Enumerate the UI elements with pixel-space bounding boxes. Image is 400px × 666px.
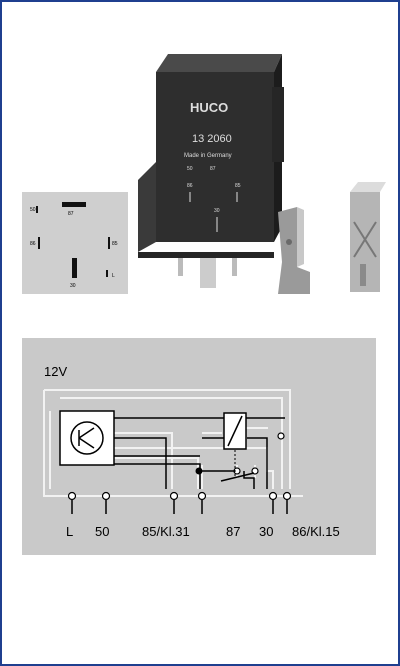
wiring-schematic: 12V	[22, 338, 376, 555]
terminal-30	[268, 491, 278, 501]
schematic-diagram: 12V	[43, 364, 340, 539]
relay-pin-87: 87	[210, 166, 216, 172]
relay-pin-50: 50	[187, 166, 193, 172]
terminal-label-85-kl31: 85/Kl.31	[142, 524, 190, 539]
pin-layout-diagram: 50 87 86 85 30 L	[30, 202, 118, 289]
pin-label-30: 30	[70, 283, 76, 289]
terminal-label-87: 87	[226, 524, 240, 539]
terminal-label-86-kl15: 86/Kl.15	[292, 524, 340, 539]
pin-layout-panel: 50 87 86 85 30 L	[22, 192, 128, 294]
terminal-50	[101, 491, 111, 501]
relay-product-photo: HUCO 13 2060 Made in Germany 50 87 86 85…	[132, 32, 400, 302]
pin-label-50: 50	[30, 207, 36, 213]
relay-origin: Made in Germany	[184, 153, 232, 159]
relay-part-number: 13 2060	[192, 133, 232, 145]
terminal-label-30: 30	[259, 524, 273, 539]
relay-pin-86: 86	[187, 183, 193, 189]
relay-illustration: HUCO 13 2060 Made in Germany 50 87 86 85…	[138, 54, 386, 294]
terminal-87	[197, 491, 207, 501]
relay-switch-contact	[220, 472, 255, 482]
pin-label-l: L	[112, 273, 115, 279]
pin-label-86: 86	[30, 241, 36, 247]
terminal-label-l: L	[66, 524, 73, 539]
terminal-85	[169, 491, 179, 501]
terminal-86	[282, 491, 292, 501]
pin-label-85: 85	[112, 241, 118, 247]
relay-brand-label: HUCO	[190, 100, 228, 115]
terminal-l	[67, 491, 77, 501]
relay-pin-85: 85	[235, 183, 241, 189]
terminal-label-50: 50	[95, 524, 109, 539]
timer-module	[59, 410, 115, 466]
supply-voltage-label: 12V	[44, 364, 67, 379]
timer-transistor-icon	[70, 421, 104, 455]
pin-label-87: 87	[68, 211, 74, 217]
relay-pin-30: 30	[214, 208, 220, 214]
